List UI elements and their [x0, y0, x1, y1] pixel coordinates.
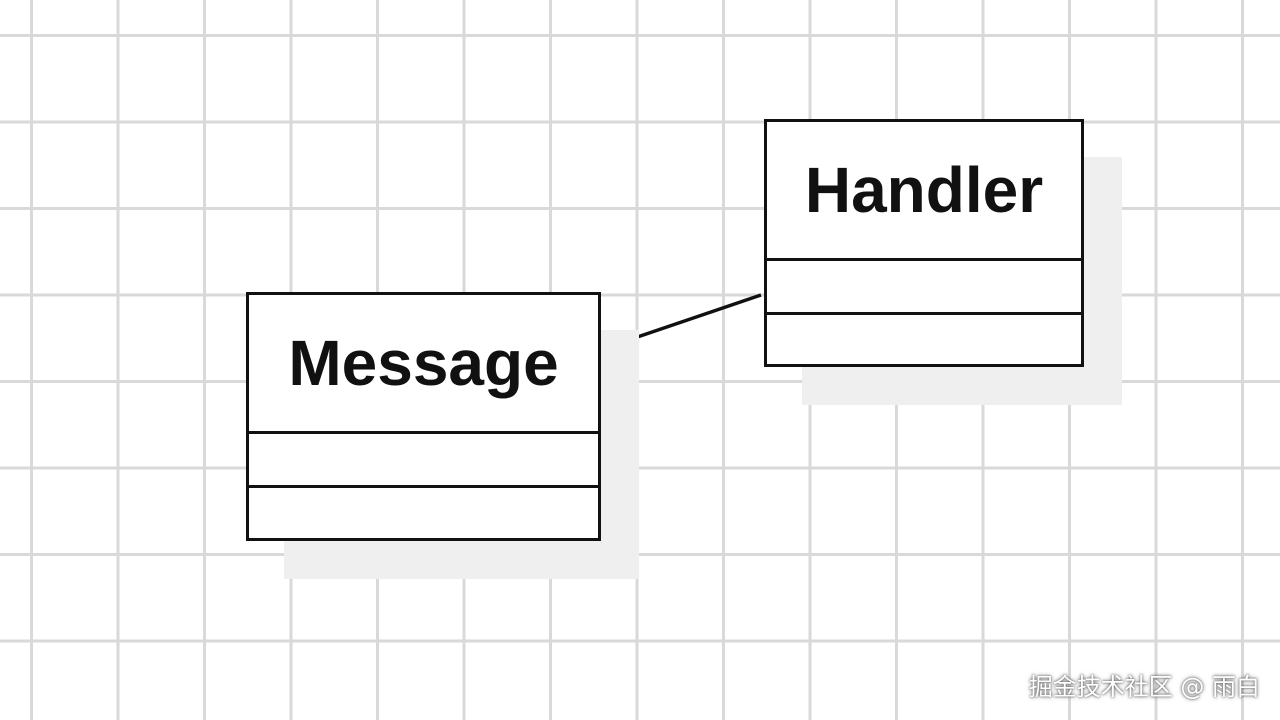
- message-attributes-section[interactable]: [249, 434, 598, 488]
- handler-class-name: Handler: [767, 122, 1081, 261]
- handler-class-box[interactable]: Handler: [764, 119, 1084, 367]
- message-class-box[interactable]: Message: [246, 292, 601, 541]
- message-class-name: Message: [249, 295, 598, 434]
- watermark: 掘金技术社区 @ 雨白: [1028, 673, 1260, 701]
- handler-attributes-section[interactable]: [767, 261, 1081, 315]
- message-handler-association[interactable]: [604, 293, 762, 350]
